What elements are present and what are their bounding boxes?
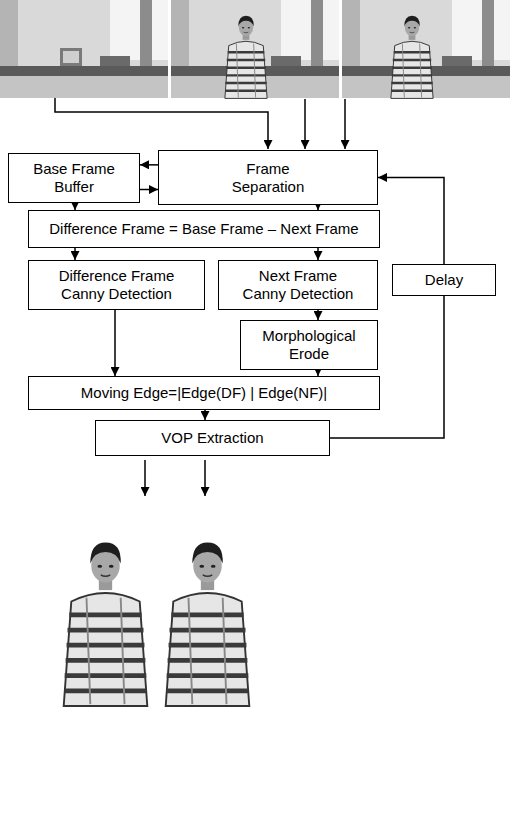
flow-arrow [378, 178, 444, 265]
box-label: VOP Extraction [161, 429, 263, 447]
process-box: Frame Separation [158, 150, 378, 205]
flow-arrow [317, 248, 319, 260]
process-box: Delay [392, 264, 496, 296]
box-label: Next Frame Canny Detection [239, 267, 357, 303]
box-text-group: Delay [425, 271, 463, 289]
flow-arrow [140, 164, 158, 166]
process-box: Moving Edge=|Edge(DF) | Edge(NF)| [28, 376, 380, 410]
process-box: Difference Frame = Base Frame – Next Fra… [28, 210, 380, 248]
process-box: Morphological Erode [240, 320, 378, 370]
extracted-vop [166, 543, 250, 706]
box-label: Base Frame Buffer [19, 160, 129, 196]
box-text-group: Difference Frame = Base Frame – Next Fra… [49, 220, 358, 238]
box-text-group: Frame Separation [218, 160, 318, 196]
box-label: Difference Frame = Base Frame – Next Fra… [49, 220, 358, 238]
box-label: Frame Separation [218, 160, 318, 196]
box-label: Difference Frame Canny Detection [54, 267, 179, 303]
flow-arrow [114, 310, 116, 376]
process-box: Difference Frame Canny Detection [28, 260, 205, 310]
flow-arrow [317, 310, 319, 320]
box-text-group: VOP Extraction [161, 429, 263, 447]
box-label: Delay [425, 271, 463, 289]
extracted-vop [64, 543, 148, 706]
box-label: Moving Edge=|Edge(DF) | Edge(NF)| [81, 384, 327, 402]
video-frame [171, 0, 339, 98]
flow-arrow [74, 203, 76, 210]
flow-arrow [74, 248, 76, 260]
process-box: Base Frame Buffer [8, 153, 140, 203]
video-frame [0, 0, 168, 98]
flow-arrow [204, 410, 206, 420]
box-text-group: Moving Edge=|Edge(DF) | Edge(NF)| [81, 384, 327, 402]
process-box: VOP Extraction [95, 420, 330, 456]
process-box: Next Frame Canny Detection [218, 260, 378, 310]
box-text-group: Difference Frame Canny Detection [54, 267, 179, 303]
box-label: Morphological Erode [254, 327, 364, 363]
box-text-group: Next Frame Canny Detection [239, 267, 357, 303]
video-frame [342, 0, 510, 98]
box-text-group: Morphological Erode [254, 327, 364, 363]
box-text-group: Base Frame Buffer [19, 160, 129, 196]
flow-arrow [140, 189, 158, 191]
